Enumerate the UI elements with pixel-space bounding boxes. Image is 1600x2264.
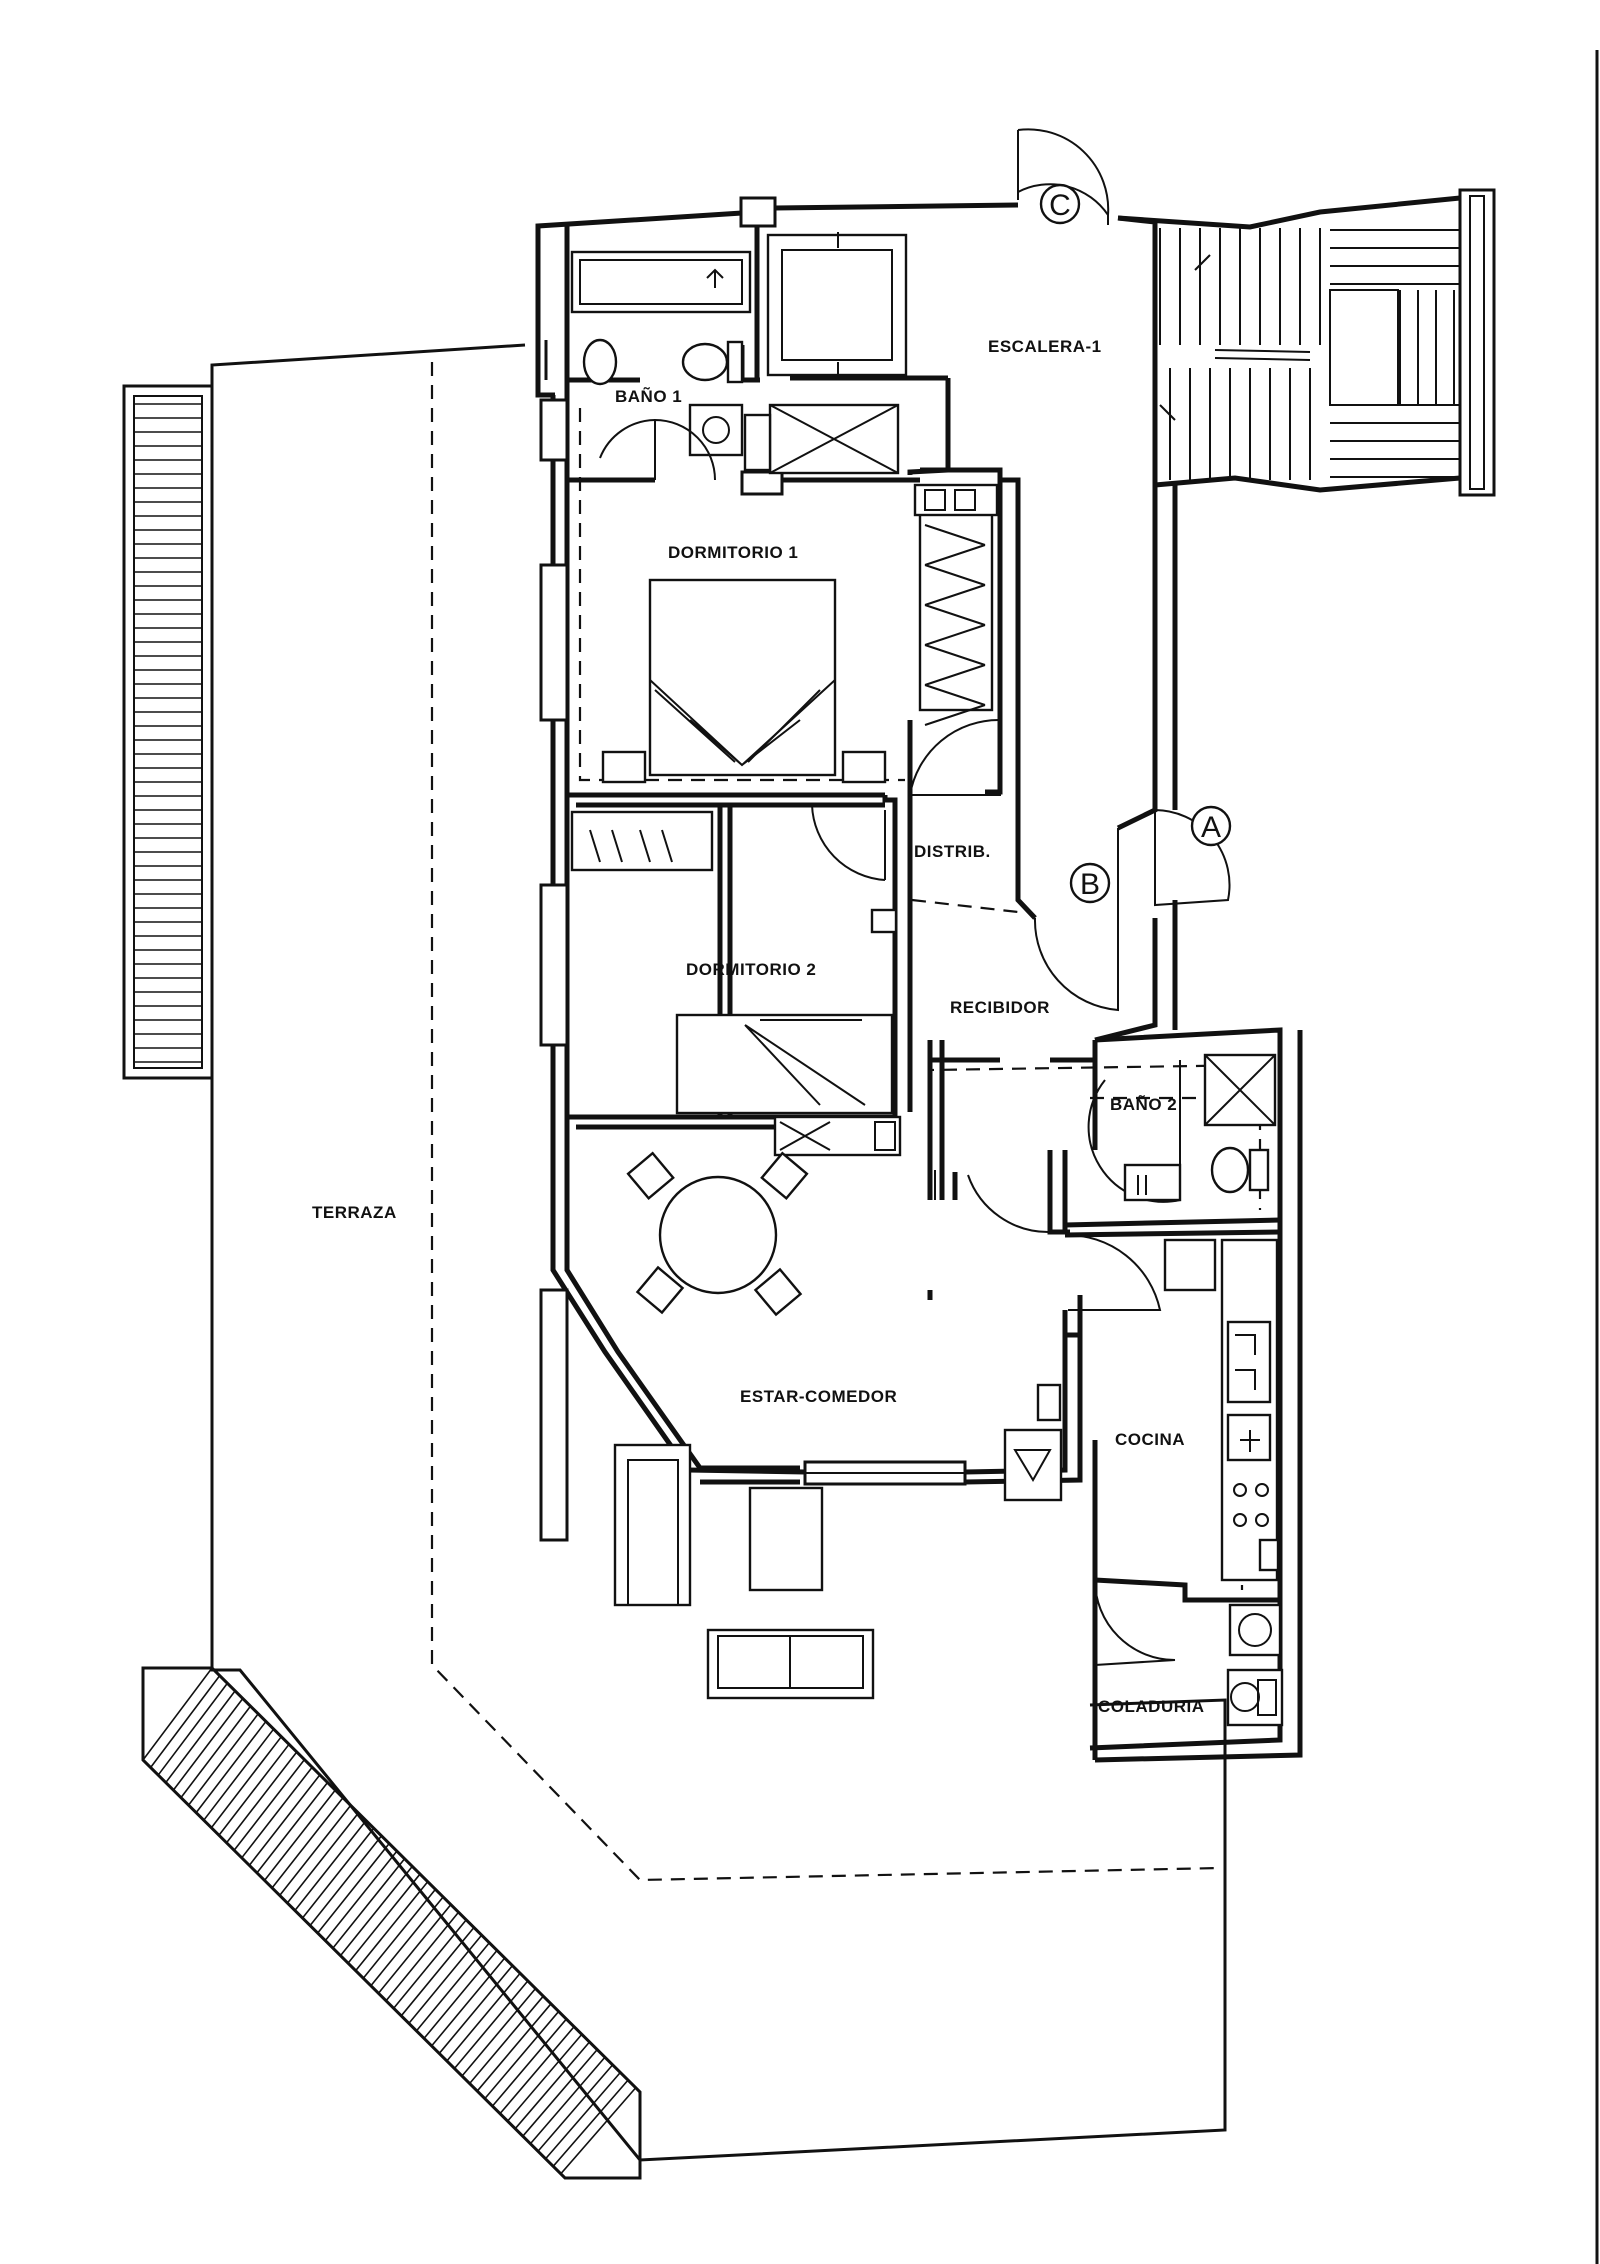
room-label-coladuria: COLADURIA bbox=[1098, 1697, 1205, 1716]
room-label-dormitorio2: DORMITORIO 2 bbox=[686, 960, 816, 979]
door-distrib bbox=[908, 718, 1001, 796]
bathroom-2-fixtures bbox=[1123, 1053, 1277, 1202]
nightstand bbox=[601, 750, 647, 784]
room-label-bano2: BAÑO 2 bbox=[1110, 1094, 1177, 1114]
door-c bbox=[1017, 128, 1110, 216]
door-cocina bbox=[1064, 1233, 1162, 1311]
doors bbox=[599, 128, 1231, 1666]
marker-b: B bbox=[1069, 862, 1111, 904]
svg-text:C: C bbox=[1049, 189, 1071, 222]
bidet bbox=[582, 338, 618, 386]
door-coladuria bbox=[1094, 1579, 1176, 1666]
planter-bottom bbox=[141, 1666, 642, 2180]
svg-text:A: A bbox=[1201, 811, 1221, 844]
door-estar bbox=[934, 1170, 1051, 1234]
sideboard bbox=[1003, 1428, 1063, 1502]
dining-table bbox=[658, 1175, 778, 1295]
planter-left bbox=[122, 384, 214, 1080]
door-bano2 bbox=[1087, 1060, 1181, 1203]
sink bbox=[688, 403, 744, 457]
coffee-table bbox=[748, 1486, 824, 1592]
marker-a: A bbox=[1190, 805, 1232, 847]
single-bed bbox=[675, 1013, 894, 1115]
bathtub bbox=[570, 250, 752, 314]
room-label-terraza: TERRAZA bbox=[312, 1203, 397, 1222]
wardrobe-2 bbox=[570, 810, 714, 872]
dormitorio-1-furniture bbox=[601, 483, 999, 784]
toilet bbox=[681, 342, 729, 382]
kitchen-fixtures bbox=[1163, 1238, 1280, 1582]
room-label-dormitorio1: DORMITORIO 1 bbox=[668, 543, 798, 562]
staircase bbox=[1117, 188, 1496, 497]
door-dormitorio2 bbox=[810, 804, 886, 881]
room-label-distrib: DISTRIB. bbox=[914, 842, 991, 861]
wardrobe bbox=[918, 488, 994, 712]
counter bbox=[1220, 1238, 1279, 1582]
laundry-fixtures bbox=[1226, 1603, 1284, 1727]
room-label-recibidor: RECIBIDOR bbox=[950, 998, 1050, 1017]
room-label-bano1: BAÑO 1 bbox=[615, 386, 682, 406]
facade-windows bbox=[539, 196, 784, 1542]
terrace-railing bbox=[430, 362, 1221, 1882]
room-label-escalera: ESCALERA-1 bbox=[988, 337, 1102, 356]
living-dining-furniture bbox=[613, 1151, 1063, 1700]
dormitorio-2-furniture bbox=[570, 810, 902, 1157]
toilet-2 bbox=[1210, 1146, 1250, 1194]
room-label-estar-comedor: ESTAR-COMEDOR bbox=[740, 1387, 897, 1406]
double-bed bbox=[648, 578, 837, 777]
door-b bbox=[1033, 828, 1119, 1012]
marker-c: C bbox=[1039, 183, 1081, 225]
room-label-cocina: COCINA bbox=[1115, 1430, 1185, 1449]
bathroom-1-fixtures bbox=[570, 232, 908, 475]
nightstand bbox=[841, 750, 887, 784]
washbasin bbox=[1123, 1163, 1182, 1202]
svg-text:B: B bbox=[1080, 868, 1100, 901]
door-bano1 bbox=[654, 418, 716, 481]
